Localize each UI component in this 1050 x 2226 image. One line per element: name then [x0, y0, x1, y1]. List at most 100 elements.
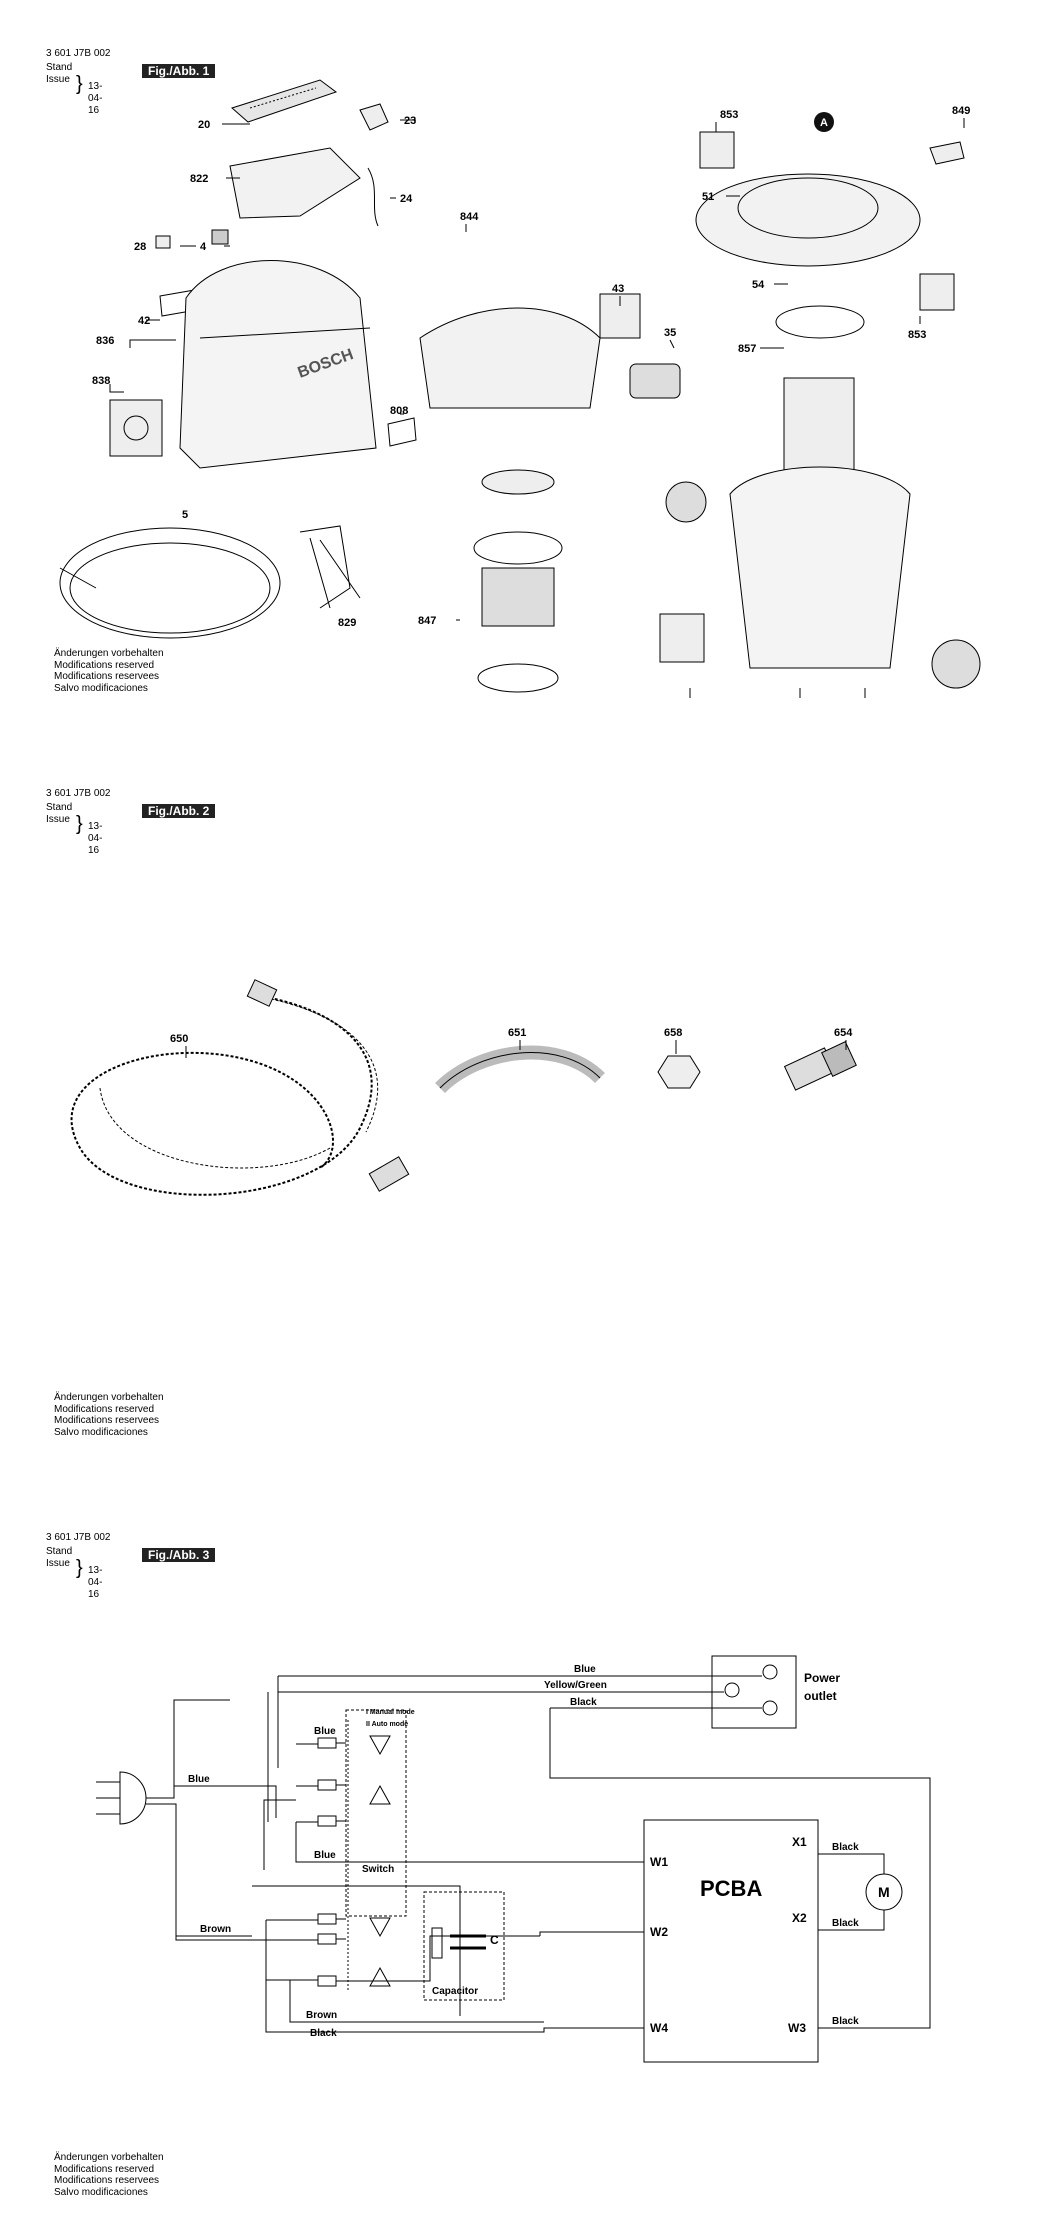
- footer-line: Modifications reservees: [54, 2175, 160, 2186]
- part-853-top: 853: [720, 109, 738, 121]
- part-849: 849: [952, 105, 970, 117]
- marker-a-top: A: [820, 117, 828, 129]
- part-28: 28: [134, 241, 146, 253]
- doc-number: 3 601 J7B 002: [46, 48, 111, 59]
- wire-label-black-w3: Black: [832, 2016, 859, 2027]
- mode-auto-label: II Auto mode: [366, 1721, 408, 1728]
- part-853-bottom: 853: [908, 329, 926, 341]
- part-42: 42: [138, 315, 150, 327]
- figure-title: Fig./Abb. 1: [142, 64, 216, 78]
- part-829: 829: [338, 617, 356, 629]
- wire-label-blue-top: Blue: [574, 1664, 596, 1675]
- footer-line: Änderungen vorbehalten: [54, 648, 164, 659]
- doc-number: 3 601 J7B 002: [46, 788, 111, 799]
- issue-date: 13-04-16: [88, 1565, 103, 1600]
- capacitor-label: Capacitor: [432, 1986, 478, 1997]
- stand-label: Stand: [46, 802, 73, 813]
- stand-label: Stand: [46, 62, 73, 73]
- part-51: 51: [702, 191, 714, 203]
- brace: }: [76, 1557, 83, 1579]
- pcba-label: PCBA: [700, 1876, 762, 1901]
- footer-notes: Änderungen vorbehalten Modifications res…: [54, 648, 164, 694]
- footer-line: Salvo modificaciones: [54, 682, 148, 694]
- pcba-box: [643, 1819, 819, 2063]
- footer-notes: Änderungen vorbehalten Modifications res…: [54, 1392, 164, 1438]
- footer-line: Modifications reservees: [54, 671, 160, 682]
- wiring-diagram: Power outlet PCBA W1 W2 W4 X1 X2 W3 M C …: [96, 1655, 931, 2063]
- footer-line: Änderungen vorbehalten: [54, 1392, 164, 1403]
- brace: }: [76, 73, 83, 95]
- figure-title: Fig./Abb. 2: [142, 804, 216, 818]
- motor-label: M: [878, 1884, 890, 1900]
- part-23: 23: [404, 115, 416, 127]
- switch-label: Switch: [362, 1864, 394, 1875]
- part-857: 857: [738, 343, 756, 355]
- part-651: 651: [508, 1027, 526, 1039]
- power-outlet-label: outlet: [804, 1689, 837, 1703]
- issue-date: 13-04-16: [88, 821, 103, 856]
- wire-label-black-top: Black: [570, 1697, 597, 1708]
- switch-box: [345, 1709, 407, 1917]
- wire-label-blue-w1: Blue: [314, 1850, 336, 1861]
- footer-line: Modifications reservees: [54, 1415, 160, 1426]
- wire-label-yellow-green: Yellow/Green: [544, 1680, 607, 1691]
- footer-notes: Änderungen vorbehalten Modifications res…: [54, 2152, 164, 2198]
- terminal-x1: X1: [792, 1835, 807, 1849]
- mode-manual-label: I Manual mode: [366, 1709, 415, 1716]
- terminal-w2: W2: [650, 1925, 668, 1939]
- part-4: 4: [200, 241, 207, 253]
- terminal-w3: W3: [788, 2021, 806, 2035]
- part-5: 5: [182, 509, 188, 521]
- stand-issue: Stand Issue } 13-04-16: [46, 62, 102, 116]
- footer-line: Änderungen vorbehalten: [54, 2152, 164, 2163]
- stand-issue: Stand Issue } 13-04-16: [46, 802, 102, 856]
- part-822: 822: [190, 173, 208, 185]
- issue-date: 13-04-16: [88, 81, 103, 116]
- part-650: 650: [170, 1033, 188, 1045]
- accessories-diagram: 650 651 658 654: [70, 979, 857, 1196]
- capacitor-c-label: C: [490, 1933, 499, 1947]
- part-20: 20: [198, 119, 210, 131]
- issue-label: Issue: [46, 814, 70, 825]
- part-43: 43: [612, 283, 624, 295]
- exploded-view-diagram: BOSCH 20 23 822 24 28 4 836 42 838 5 808…: [59, 79, 981, 698]
- part-54: 54: [752, 279, 765, 291]
- part-35: 35: [664, 327, 676, 339]
- wire-label-black-bottom: Black: [310, 2028, 337, 2039]
- footer-line: Modifications reserved: [54, 1403, 155, 1415]
- stand-label: Stand: [46, 1546, 73, 1557]
- brace: }: [76, 813, 83, 835]
- capacitor-box: [423, 1891, 505, 2001]
- figure-title: Fig./Abb. 3: [142, 1548, 216, 1562]
- wire-label-black-x2: Black: [832, 1918, 859, 1929]
- wire-label-brown-plug: Brown: [200, 1924, 231, 1935]
- part-654: 654: [834, 1027, 853, 1039]
- stand-issue: Stand Issue } 13-04-16: [46, 1546, 102, 1600]
- wire-label-blue-plug: Blue: [188, 1774, 210, 1785]
- wire-label-brown-bottom: Brown: [306, 2010, 337, 2021]
- part-658: 658: [664, 1027, 682, 1039]
- footer-line: Salvo modificaciones: [54, 1426, 148, 1438]
- terminal-x2: X2: [792, 1911, 807, 1925]
- part-808: 808: [390, 405, 408, 417]
- terminal-w4: W4: [650, 2021, 668, 2035]
- part-24: 24: [400, 193, 413, 205]
- plug-symbol: [119, 1771, 147, 1825]
- doc-number: 3 601 J7B 002: [46, 1532, 111, 1543]
- part-838: 838: [92, 375, 110, 387]
- part-847: 847: [418, 615, 436, 627]
- footer-line: Modifications reserved: [54, 659, 155, 671]
- wire-label-blue-switch: Blue: [314, 1726, 336, 1737]
- issue-label: Issue: [46, 1558, 70, 1569]
- terminal-w1: W1: [650, 1855, 668, 1869]
- part-836: 836: [96, 335, 114, 347]
- part-844: 844: [460, 211, 479, 223]
- power-outlet-label: Power: [804, 1671, 840, 1685]
- footer-line: Salvo modificaciones: [54, 2186, 148, 2198]
- page-fig2: 3 601 J7B 002 Stand Issue } 13-04-16 Fig…: [0, 788, 1050, 1448]
- wire-label-black-x1: Black: [832, 1842, 859, 1853]
- footer-line: Modifications reserved: [54, 2163, 155, 2175]
- page-fig1: 3 601 J7B 002 Stand Issue } 13-04-16 Fig…: [0, 48, 1050, 708]
- issue-label: Issue: [46, 74, 70, 85]
- power-outlet-box: [711, 1655, 797, 1729]
